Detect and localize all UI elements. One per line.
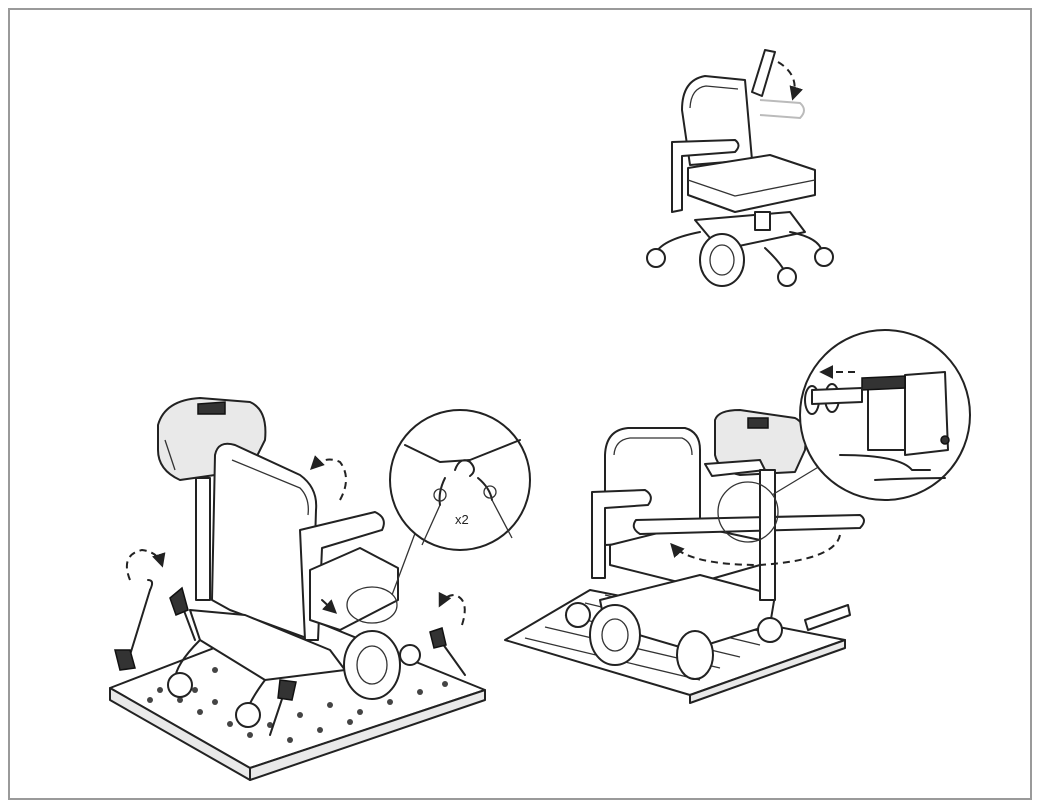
folded-handle-ghost <box>759 99 805 120</box>
chair-seat <box>687 154 816 213</box>
drive-wheel <box>589 604 641 666</box>
drive-wheel <box>676 630 714 680</box>
caster-wheel <box>777 267 797 287</box>
tie-down-strap <box>129 589 151 656</box>
folding-chair-figure <box>646 49 834 287</box>
drive-wheel <box>343 630 401 700</box>
rotate-arrow <box>310 455 347 501</box>
ramp-chair-figure <box>504 409 865 704</box>
caster-wheel <box>814 247 834 267</box>
drive-wheel <box>699 233 745 287</box>
chair-backrest <box>604 427 701 546</box>
rotate-arrow <box>670 534 841 567</box>
chair-backrest <box>211 442 318 641</box>
caster-wheel <box>399 644 421 666</box>
caster-wheel <box>167 672 193 698</box>
caster-wheel <box>235 702 261 728</box>
raised-handle <box>751 49 776 97</box>
platform-holes <box>147 657 448 743</box>
chair-armrest <box>671 139 740 213</box>
strapped-chair-figure <box>109 397 486 781</box>
caster-wheel <box>757 617 783 643</box>
fold-arrow <box>777 61 803 101</box>
rotate-arrow <box>126 548 166 581</box>
detail-focus <box>346 586 398 624</box>
rotate-arrow <box>438 591 466 626</box>
caster-wheel <box>646 248 666 268</box>
detail-focus <box>717 481 779 543</box>
removable-handle <box>632 514 865 535</box>
pin-detail-callout <box>799 329 971 501</box>
zoom-circle <box>389 409 531 551</box>
quantity-label: x2 <box>455 512 469 527</box>
caster-wheel <box>565 602 591 628</box>
hook-detail-callout <box>389 409 531 551</box>
chair-armrest <box>591 489 652 579</box>
